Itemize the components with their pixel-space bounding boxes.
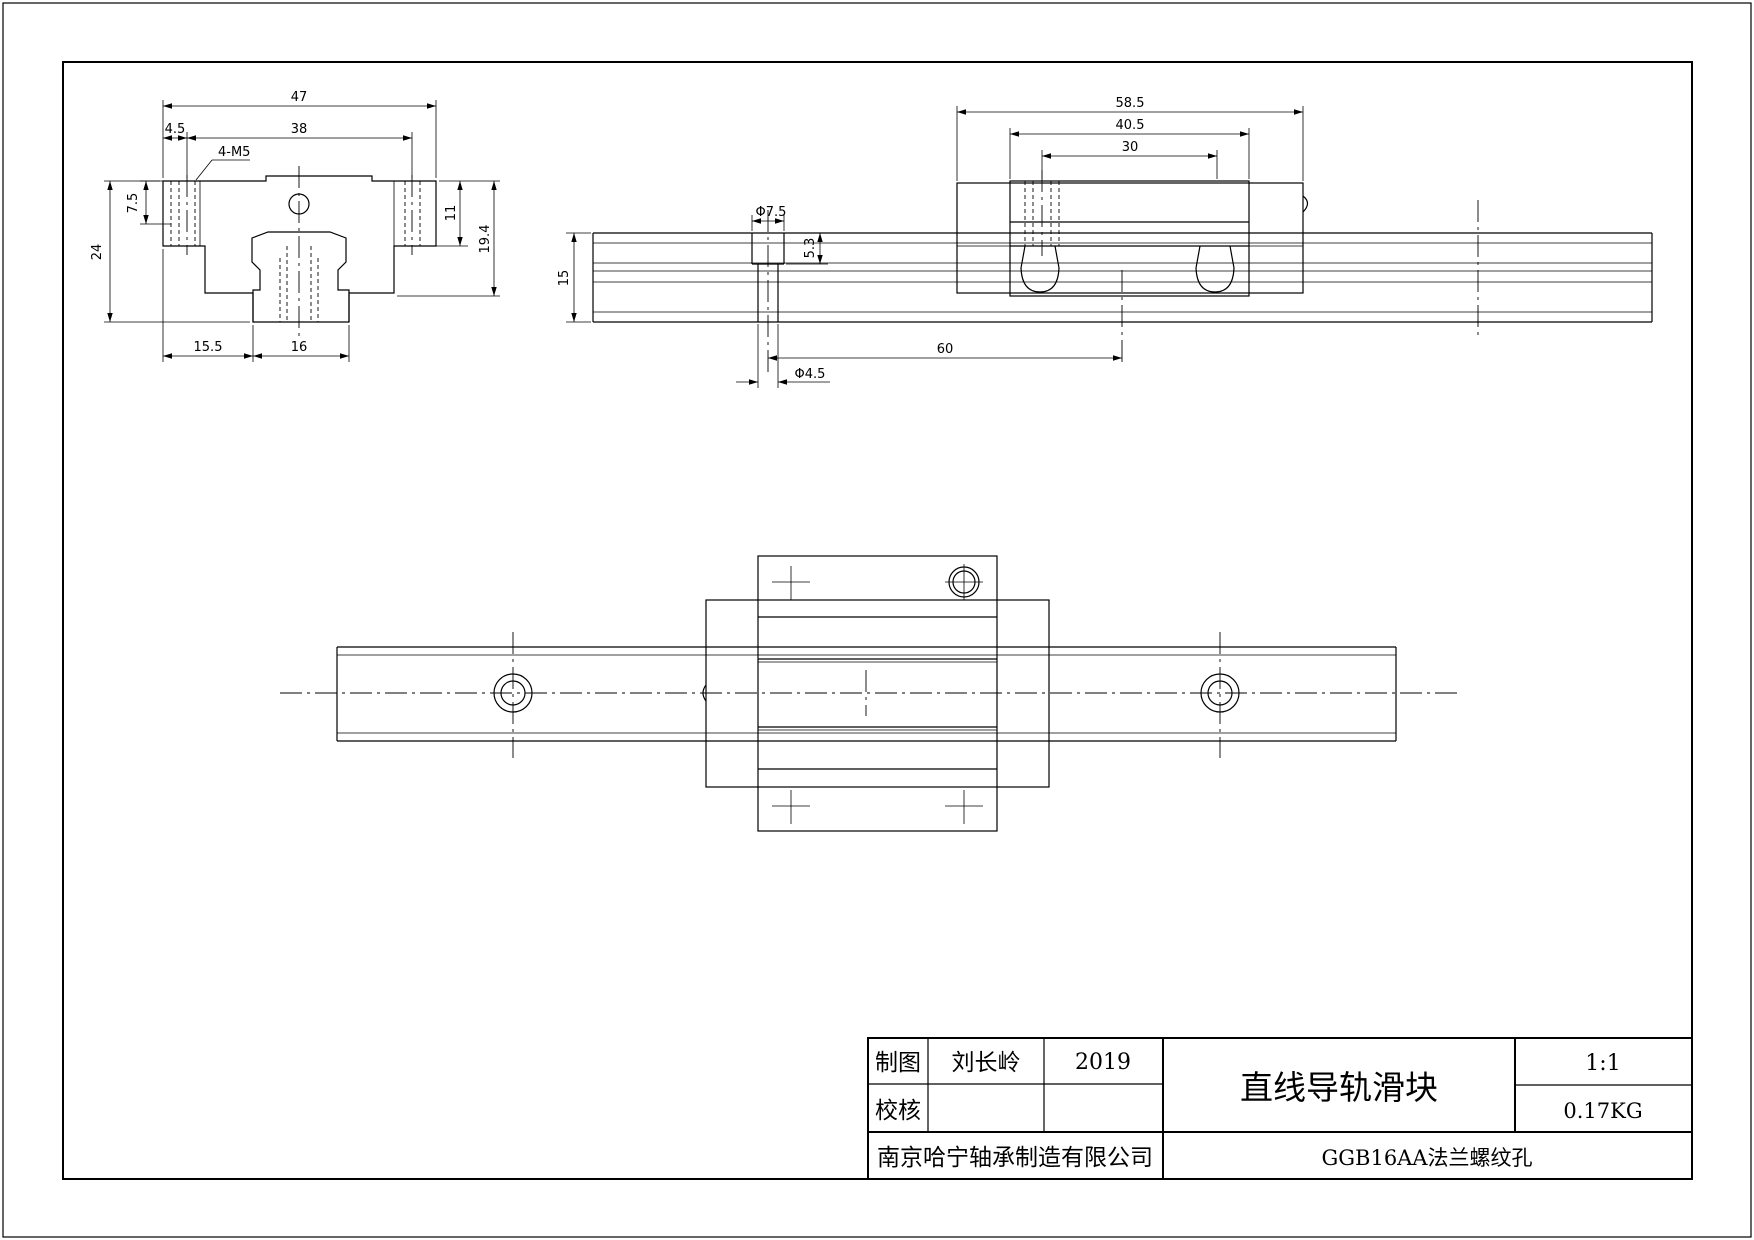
drawn-label: 制图	[875, 1050, 921, 1076]
dim-side-cbore-depth: 5.3	[803, 238, 818, 259]
dim-side-body-length: 40.5	[1116, 118, 1145, 133]
dim-end-height-total: 24	[90, 244, 105, 261]
side-view: 58.5 40.5 30 Φ7.5 5.3 15 60 Φ4.5	[557, 96, 1653, 388]
dim-side-bolt-spacing: 30	[1122, 140, 1139, 155]
top-view	[280, 555, 1462, 832]
check-label: 校核	[875, 1098, 921, 1124]
dim-end-edge-offset: 4.5	[165, 122, 186, 137]
drawing-year: 2019	[1075, 1050, 1131, 1075]
dim-side-rail-height: 15	[557, 270, 572, 287]
part-weight: 0.17KG	[1563, 1099, 1642, 1123]
company-name: 南京哈宁轴承制造有限公司	[877, 1145, 1153, 1171]
dim-end-flange-thk: 7.5	[126, 193, 141, 214]
dim-end-body-height: 19.4	[478, 225, 493, 254]
title-block: 制图 刘长岭 2019 校核 直线导轨滑块 1:1 0.17KG 南京哈宁轴承制…	[867, 1037, 1693, 1180]
dim-side-hole-dia: Φ4.5	[795, 367, 826, 382]
end-view: 47 4.5 38 4-M5 7.5 24 11 19.4	[90, 90, 500, 362]
dim-end-rail-offset: 15.5	[194, 340, 223, 355]
dim-end-rail-width: 16	[291, 340, 308, 355]
drawing-scale: 1:1	[1585, 1051, 1620, 1076]
drawing-frame	[62, 61, 1693, 1180]
drawing-title: 直线导轨滑块	[1240, 1068, 1438, 1107]
part-name: GGB16AA法兰螺纹孔	[1321, 1146, 1532, 1170]
dim-side-cbore-dia: Φ7.5	[756, 205, 787, 220]
drawn-by: 刘长岭	[952, 1050, 1021, 1076]
dim-end-top-height: 11	[444, 205, 459, 222]
dim-end-bolt-spacing: 38	[291, 122, 308, 137]
dim-end-thread: 4-M5	[218, 145, 250, 160]
dim-end-width-total: 47	[291, 90, 308, 105]
dim-side-block-length: 58.5	[1116, 96, 1145, 111]
dim-side-pitch-half: 60	[937, 342, 954, 357]
